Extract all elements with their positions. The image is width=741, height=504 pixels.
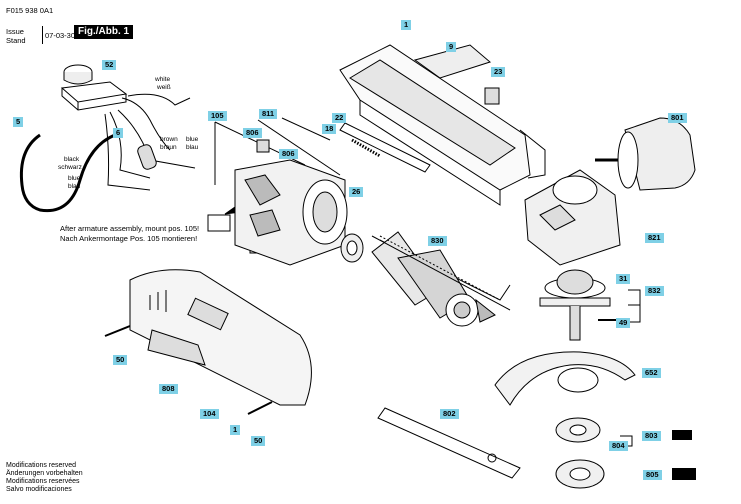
part-number-652: 652 — [642, 368, 661, 378]
footer-line-fr: Modifications reservées — [6, 478, 80, 485]
wire-label-blue-2: blue — [68, 175, 81, 182]
housing-cover-drawing — [129, 269, 312, 406]
wire-label-blau-1: blau — [186, 144, 199, 151]
wire-label-braun: braun — [160, 144, 177, 151]
wire-label-blau-2: blau — [68, 183, 81, 190]
part-number-105: 105 — [208, 111, 227, 121]
switch-drawing — [60, 64, 128, 111]
auxiliary-handle-drawing — [595, 117, 696, 191]
part-number-832: 832 — [645, 286, 664, 296]
wire-label-brown: brown — [160, 136, 178, 143]
part-number-805: 805 — [643, 470, 662, 480]
footer-line-de: Änderungen vorbehalten — [6, 470, 83, 477]
part-number-5: 5 — [13, 117, 24, 127]
wire-label-blue-1: blue — [186, 136, 199, 143]
part-number-1-housing: 1 — [401, 20, 412, 30]
part-number-9: 9 — [446, 42, 457, 52]
part-number-821: 821 — [645, 233, 664, 243]
figure-label: Fig./Abb. 1 — [74, 25, 134, 39]
part-number-6: 6 — [113, 128, 124, 138]
part-number-22: 22 — [332, 113, 347, 123]
part-number-23: 23 — [491, 67, 506, 77]
part-number-104: 104 — [200, 409, 219, 419]
part-number-31: 31 — [616, 274, 631, 284]
part-number-806-top: 806 — [243, 128, 262, 138]
footer-line-es: Salvo modificaciones — [6, 486, 72, 493]
document-number: F015 938 0A1 — [6, 6, 54, 15]
motor-housing-drawing — [339, 44, 546, 206]
part-number-806-side: 806 — [279, 149, 298, 159]
part-number-803: 803 — [642, 431, 661, 441]
wire-label-black: black — [64, 156, 80, 163]
gear-assembly-drawing — [539, 269, 620, 341]
modifications-footer: Modifications reserved Änderungen vorbeh… — [6, 462, 83, 494]
wire-label-schwarz: schwarz — [58, 164, 82, 171]
part-number-18: 18 — [322, 124, 337, 134]
armature-drawing — [371, 231, 511, 327]
part-number-1-cover: 1 — [230, 425, 241, 435]
spanner-drawing — [377, 407, 521, 479]
gear-housing-drawing — [524, 169, 621, 266]
part-number-808: 808 — [159, 384, 178, 394]
field-stator-drawing — [234, 159, 348, 266]
part-number-26: 26 — [349, 187, 364, 197]
stand-label: Stand — [6, 36, 26, 45]
issue-date: 07-03-30 — [45, 31, 76, 40]
part-number-50-left: 50 — [113, 355, 128, 365]
tool-icons — [672, 430, 696, 480]
assembly-note-en: After armature assembly, mount pos. 105! — [60, 224, 200, 233]
part-number-804: 804 — [609, 441, 628, 451]
part-number-801: 801 — [668, 113, 687, 123]
wheel-guard-drawing — [494, 351, 636, 406]
part-number-52: 52 — [102, 60, 117, 70]
part-number-802: 802 — [440, 409, 459, 419]
issue-label: Issue — [6, 27, 24, 36]
part-number-50-right: 50 — [251, 436, 266, 446]
wire-label-white: white — [155, 76, 171, 83]
part-number-811: 811 — [259, 109, 278, 119]
part-number-830: 830 — [428, 236, 447, 246]
header-divider — [42, 26, 43, 44]
power-cable-drawing — [19, 133, 116, 213]
footer-line-en: Modifications reserved — [6, 462, 77, 469]
assembly-note-de: Nach Ankermontage Pos. 105 montieren! — [60, 234, 198, 243]
part-number-49: 49 — [616, 318, 631, 328]
wire-label-weiss: weiß — [157, 84, 171, 91]
